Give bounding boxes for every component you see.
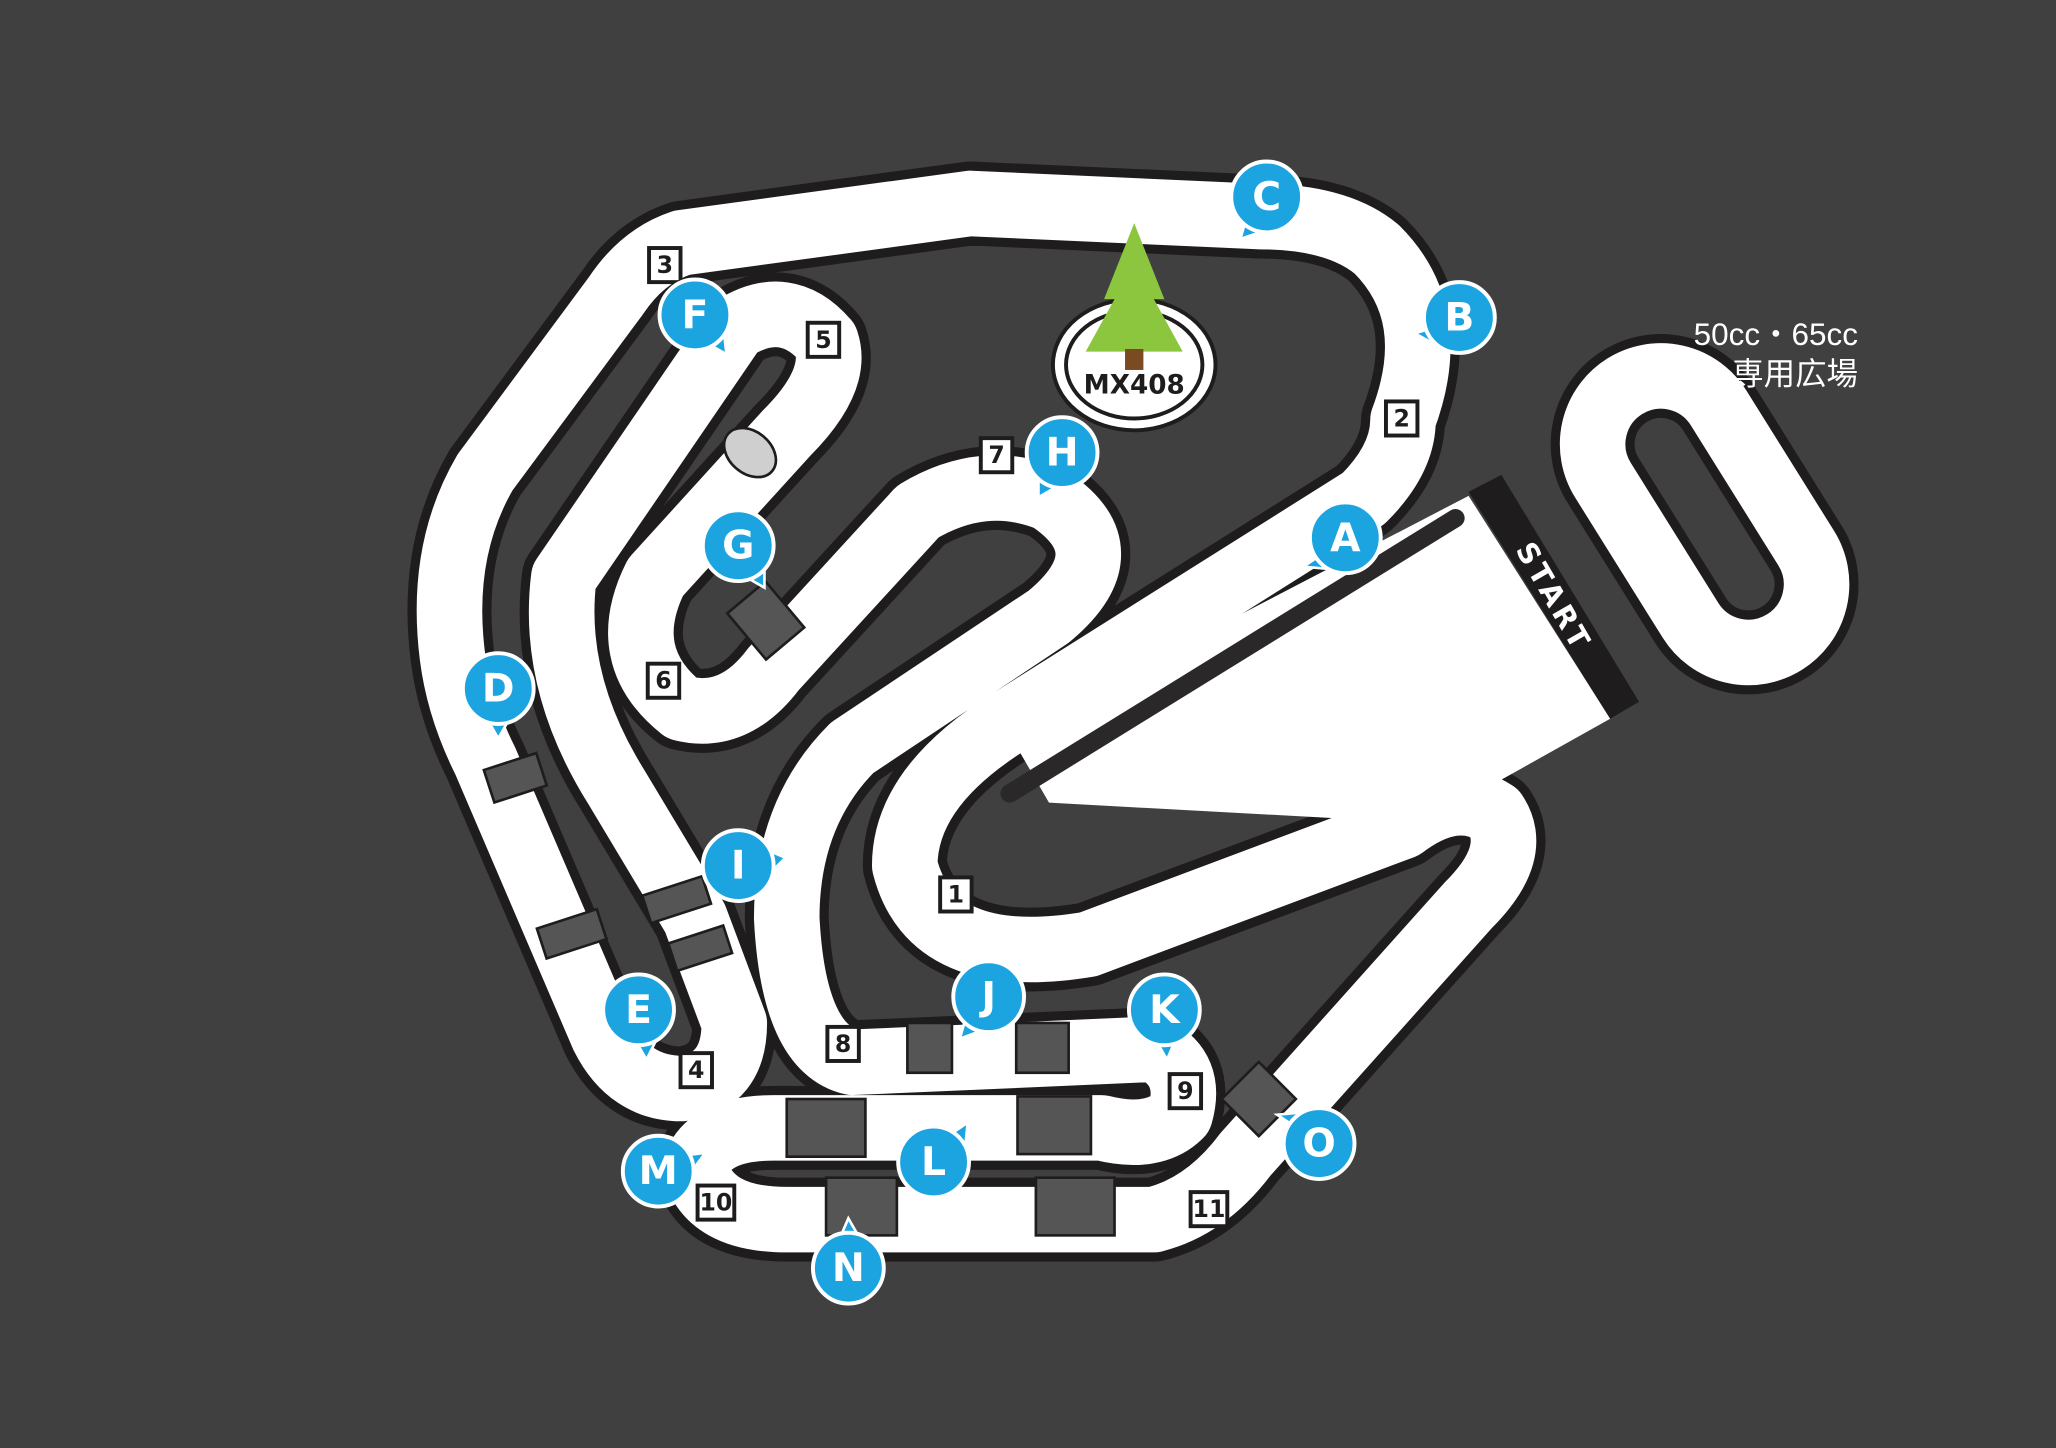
marker-k[interactable]: K: [1126, 972, 1202, 1063]
logo-text: MX408: [1084, 371, 1185, 401]
svg-text:I: I: [731, 843, 746, 889]
section-box: 3: [647, 246, 683, 285]
svg-text:B: B: [1444, 295, 1474, 341]
section-box: 7: [978, 436, 1015, 475]
section-box: 5: [805, 320, 842, 359]
svg-text:D: D: [482, 666, 515, 712]
svg-text:2: 2: [1393, 404, 1409, 432]
marker-g[interactable]: G: [700, 508, 776, 590]
svg-text:M: M: [639, 1148, 678, 1194]
section-box: 8: [825, 1024, 861, 1063]
marker-f[interactable]: F: [657, 277, 733, 357]
svg-text:6: 6: [655, 667, 671, 695]
section-box: 11: [1188, 1190, 1230, 1229]
section-box: 6: [645, 661, 682, 700]
tree-icon: [1085, 223, 1183, 370]
kids-area-label-line2: 専用広場: [1732, 356, 1858, 391]
svg-text:N: N: [832, 1245, 865, 1291]
kids-area-label-line1: 50cc・65cc: [1694, 317, 1858, 352]
marker-b[interactable]: B: [1411, 280, 1497, 355]
svg-text:C: C: [1252, 174, 1281, 220]
svg-text:9: 9: [1177, 1077, 1193, 1105]
svg-text:H: H: [1046, 430, 1079, 476]
svg-text:5: 5: [815, 326, 831, 354]
svg-text:F: F: [682, 292, 709, 338]
marker-h[interactable]: H: [1024, 415, 1100, 500]
marker-e[interactable]: E: [601, 972, 676, 1063]
marker-l[interactable]: L: [896, 1119, 971, 1200]
marker-i[interactable]: I: [700, 828, 788, 903]
section-box: 9: [1167, 1072, 1204, 1111]
mx408-logo: MX408: [1050, 223, 1218, 433]
section-box: 1: [938, 875, 974, 914]
svg-text:1: 1: [948, 880, 964, 908]
jumps: [482, 426, 1298, 1237]
section-box: 10: [695, 1183, 737, 1222]
main-track: [407, 161, 1546, 1262]
svg-text:E: E: [625, 987, 652, 1033]
svg-text:7: 7: [988, 441, 1004, 469]
svg-text:10: 10: [700, 1189, 733, 1217]
kids-practice-oval: [1550, 334, 1859, 695]
marker-m[interactable]: M: [620, 1133, 709, 1209]
section-numbers: 1 2 3 4 5 6 7 8 9 10 11: [645, 246, 1420, 1229]
marker-a[interactable]: A: [1299, 500, 1383, 576]
svg-text:A: A: [1330, 515, 1361, 561]
marker-d[interactable]: D: [460, 651, 536, 742]
marker-c[interactable]: C: [1229, 159, 1305, 241]
svg-text:8: 8: [835, 1030, 851, 1058]
section-box: 4: [678, 1051, 714, 1090]
svg-text:L: L: [921, 1139, 946, 1185]
svg-text:K: K: [1149, 987, 1181, 1033]
marker-n[interactable]: N: [810, 1215, 886, 1306]
markers: A B C D E F G H I J K L M N O: [460, 159, 1497, 1306]
marker-o[interactable]: O: [1273, 1106, 1357, 1181]
svg-text:O: O: [1302, 1121, 1335, 1167]
svg-text:11: 11: [1193, 1195, 1226, 1223]
svg-text:G: G: [722, 523, 754, 569]
svg-text:4: 4: [688, 1056, 704, 1084]
section-box: 2: [1383, 399, 1420, 438]
marker-j[interactable]: J: [951, 959, 1027, 1041]
svg-text:J: J: [978, 974, 996, 1020]
svg-text:3: 3: [657, 251, 673, 279]
